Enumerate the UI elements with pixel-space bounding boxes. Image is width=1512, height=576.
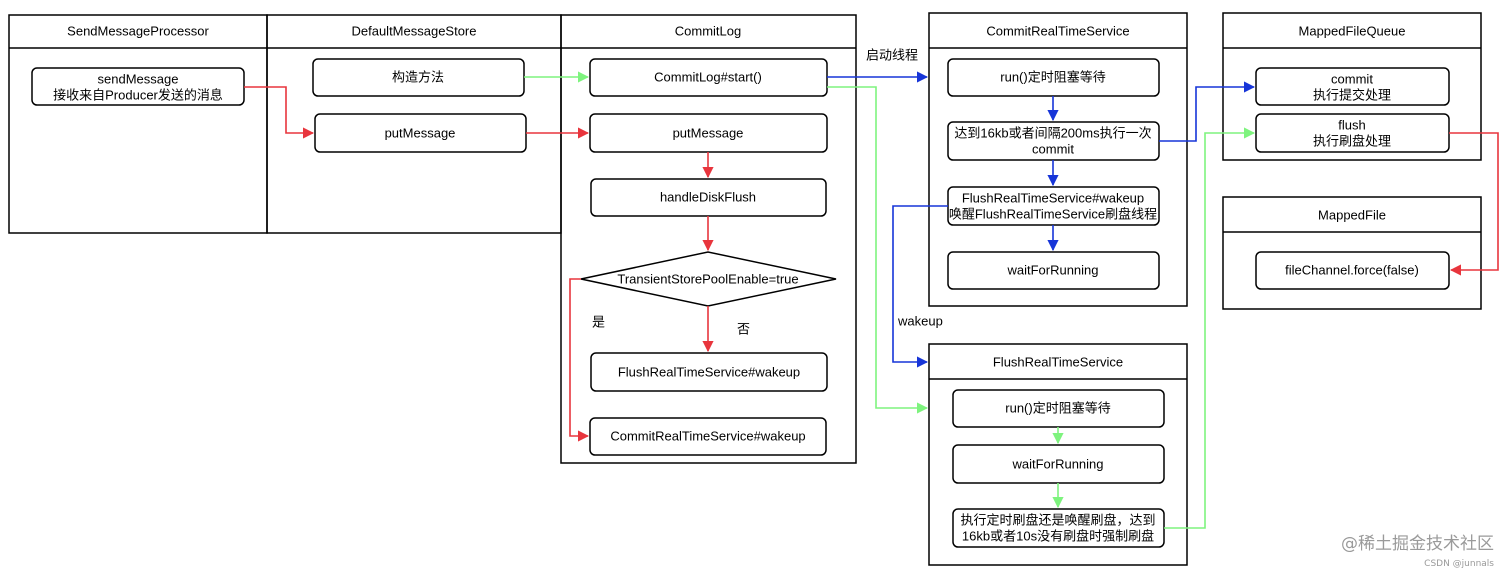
label-yes: 是 — [592, 315, 605, 330]
edge-decision-yes — [569, 278, 590, 442]
lane-title-default-store: DefaultMessageStore — [351, 24, 476, 39]
node-commit-wakeup-cl-label: CommitRealTimeService#wakeup — [610, 429, 805, 444]
lane-commit-log — [560, 14, 857, 464]
node-queue-commit-line1: commit — [1331, 72, 1373, 87]
node-flush-wakeup-cl — [590, 352, 828, 392]
node-flush-wakeup-cl-label: FlushRealTimeService#wakeup — [618, 365, 800, 380]
edge-condition-to-queue-flush — [1164, 127, 1256, 529]
edge-send-to-put — [244, 86, 315, 139]
node-send-message-line1: sendMessage — [98, 72, 179, 87]
node-file-force-label: fileChannel.force(false) — [1285, 263, 1419, 278]
label-no: 否 — [737, 322, 750, 337]
label-wakeup: wakeup — [897, 314, 943, 329]
edge-wakeup-to-flush-rt — [892, 205, 948, 368]
lane-title-mapped-queue: MappedFileQueue — [1299, 24, 1406, 39]
lane-flush-rt — [928, 343, 1188, 566]
node-flush-wakeup-cr-line2: 唤醒FlushRealTimeService刷盘线程 — [949, 207, 1157, 222]
edge-condition-to-queue-commit — [1159, 81, 1256, 142]
lane-title-commit-rt: CommitRealTimeService — [986, 24, 1129, 39]
edge-start-to-flush-run — [827, 86, 929, 414]
node-put-message-commitlog-label: putMessage — [673, 126, 744, 141]
node-flush-run-label: run()定时阻塞等待 — [1005, 401, 1110, 416]
lane-title-send-processor: SendMessageProcessor — [67, 24, 209, 39]
node-flush-wakeup-cr-line1: FlushRealTimeService#wakeup — [962, 191, 1144, 206]
node-commit-wait-label: waitForRunning — [1006, 263, 1098, 278]
node-commit-wakeup-cl — [589, 417, 827, 456]
node-send-message-line2: 接收来自Producer发送的消息 — [53, 88, 223, 103]
node-handle-disk-flush-label: handleDiskFlush — [660, 190, 756, 205]
node-put-message-store-label: putMessage — [385, 126, 456, 141]
node-file-force — [1255, 251, 1450, 290]
lane-title-commit-log: CommitLog — [675, 24, 741, 39]
node-constructor-label: 构造方法 — [392, 70, 444, 85]
label-start-thread: 启动线程 — [866, 48, 918, 63]
lane-commit-rt — [928, 12, 1188, 307]
lane-mapped-file — [1222, 196, 1482, 310]
node-flush-wait-label: waitForRunning — [1011, 457, 1103, 472]
node-flush-condition-line2: 16kb或者10s没有刷盘时强制刷盘 — [962, 529, 1154, 544]
node-queue-flush-line2: 执行刷盘处理 — [1313, 134, 1391, 149]
node-commitlog-start-label: CommitLog#start() — [654, 70, 762, 85]
node-flush-condition-line1: 执行定时刷盘还是唤醒刷盘，达到 — [960, 513, 1155, 528]
node-transient-decision — [580, 251, 837, 307]
node-commit-condition-line1: 达到16kb或者间隔200ms执行一次 — [954, 126, 1151, 141]
lane-title-mapped-file: MappedFile — [1318, 208, 1386, 223]
node-queue-commit — [1255, 67, 1450, 106]
edge-flush-to-force — [1449, 132, 1499, 276]
node-commit-condition-line2: commit — [1032, 142, 1074, 157]
node-queue-commit-line2: 执行提交处理 — [1313, 88, 1391, 103]
node-commit-run-label: run()定时阻塞等待 — [1000, 70, 1105, 85]
node-transient-decision-label: TransientStorePoolEnable=true — [617, 272, 798, 287]
watermark-brand: @稀土掘金技术社区 — [1341, 534, 1494, 554]
node-commit-wait — [947, 251, 1160, 290]
node-queue-flush-line1: flush — [1338, 118, 1365, 133]
lane-title-flush-rt: FlushRealTimeService — [993, 355, 1123, 370]
watermark-credit: CSDN @junnals — [1424, 559, 1494, 569]
